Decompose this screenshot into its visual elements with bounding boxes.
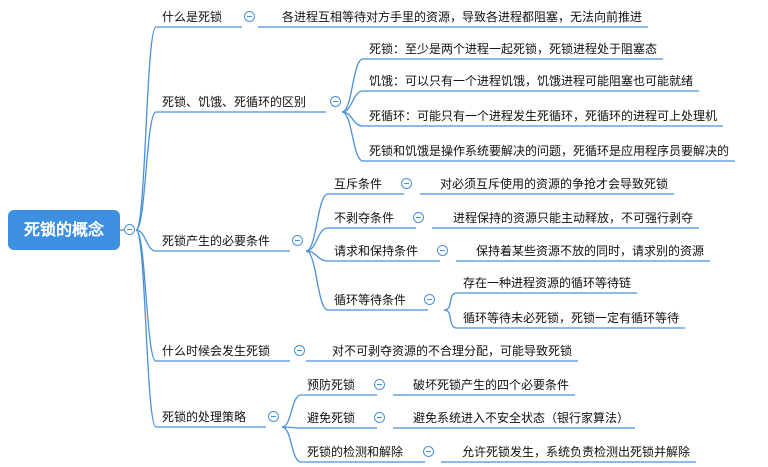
branch-connector xyxy=(305,250,329,311)
leaf-node: 死循环：可能只有一个进程发生死循环，死循环的进程可上处理机 xyxy=(369,109,718,123)
condition-circular-wait[interactable]: 循环等待条件 xyxy=(334,293,407,307)
collapse-icon[interactable] xyxy=(437,245,448,256)
leaf-node: 破坏死锁产生的四个必要条件 xyxy=(413,378,570,392)
collapse-icon[interactable] xyxy=(330,96,341,107)
branch-connector xyxy=(341,58,364,113)
leaf-node: 避免系统进入不安全状态（银行家算法） xyxy=(413,411,630,425)
branch-what-is-deadlock[interactable]: 什么是死锁 xyxy=(162,10,223,24)
collapse-icon[interactable] xyxy=(413,212,424,223)
branch-connector xyxy=(305,193,329,252)
collapse-icon[interactable] xyxy=(294,345,305,356)
strategy-prevention[interactable]: 预防死锁 xyxy=(307,378,356,392)
branch-connector xyxy=(135,229,157,252)
leaf-node: 存在一种进程资源的循环等待链 xyxy=(463,276,632,290)
condition-mutual-exclusion[interactable]: 互斥条件 xyxy=(334,177,383,191)
branch-when-deadlock-occurs[interactable]: 什么时候会发生死锁 xyxy=(162,344,271,358)
condition-no-preemption[interactable]: 不剥夺条件 xyxy=(334,211,395,225)
leaf-node: 对不可剥夺资源的不合理分配，可能导致死锁 xyxy=(332,344,573,358)
branch-connector xyxy=(305,227,329,252)
collapse-icon[interactable] xyxy=(124,224,135,235)
branch-handling-strategies[interactable]: 死锁的处理策略 xyxy=(162,410,247,424)
leaf-node: 进程保持的资源只能主动释放，不可强行剥夺 xyxy=(453,211,694,225)
collapse-icon[interactable] xyxy=(244,11,255,22)
leaf-node: 死锁和饥饿是操作系统要解决的问题，死循环是应用程序员要解决的 xyxy=(369,144,730,158)
branch-connector xyxy=(443,309,458,329)
leaf-node: 对必须互斥使用的资源的争抢才会导致死锁 xyxy=(440,177,669,191)
branch-deadlock-starvation-loop[interactable]: 死锁、饥饿、死循环的区别 xyxy=(162,95,307,109)
strategy-avoidance[interactable]: 避免死锁 xyxy=(307,411,356,425)
branch-connector xyxy=(443,292,458,311)
branch-necessary-conditions[interactable]: 死锁产生的必要条件 xyxy=(162,234,271,248)
branch-connector xyxy=(341,111,364,162)
collapse-icon[interactable] xyxy=(401,178,412,189)
leaf-node: 循环等待未必死锁，死锁一定有循环等待 xyxy=(463,311,680,325)
branch-connector xyxy=(281,394,302,428)
collapse-icon[interactable] xyxy=(424,294,435,305)
leaf-node: 各进程互相等待对方手里的资源，导致各进程都阻塞，无法向前推进 xyxy=(282,10,643,24)
branch-connector xyxy=(341,90,364,113)
branch-connector xyxy=(281,426,302,463)
leaf-node: 死锁：至少是两个进程一起死锁，死锁进程处于阻塞态 xyxy=(369,42,658,56)
branch-connector xyxy=(135,26,157,231)
condition-hold-and-wait[interactable]: 请求和保持条件 xyxy=(334,244,419,258)
strategy-detection-recovery[interactable]: 死锁的检测和解除 xyxy=(307,445,404,459)
root-node[interactable]: 死锁的概念 xyxy=(8,210,120,250)
leaf-node: 保持着某些资源不放的同时，请求别的资源 xyxy=(476,244,705,258)
leaf-node: 饥饿：可以只有一个进程饥饿，饥饿进程可能阻塞也可能就绪 xyxy=(369,74,694,88)
collapse-icon[interactable] xyxy=(374,379,385,390)
collapse-icon[interactable] xyxy=(374,412,385,423)
collapse-icon[interactable] xyxy=(423,446,434,457)
collapse-icon[interactable] xyxy=(268,411,279,422)
collapse-icon[interactable] xyxy=(292,235,303,246)
leaf-node: 允许死锁发生，系统负责检测出死锁并解除 xyxy=(462,445,691,459)
branch-connector xyxy=(135,111,157,231)
branch-connector xyxy=(135,229,157,428)
